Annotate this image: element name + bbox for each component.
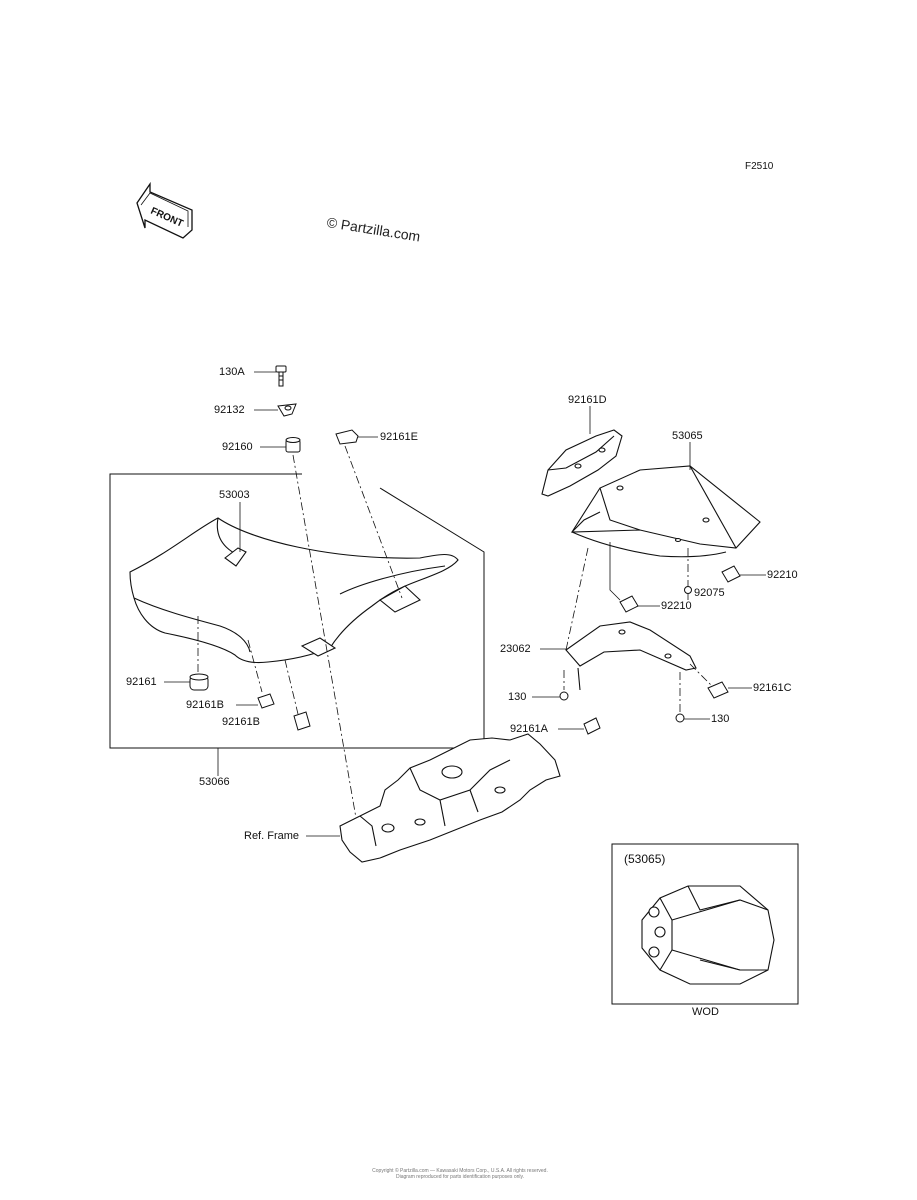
damper-92161b-second-icon: [293, 711, 311, 731]
seat-cover-pad-shape: [541, 429, 623, 497]
damper-92161-icon: [189, 673, 209, 691]
part-label-92210-left: 92210: [661, 600, 692, 612]
bracket-23062-shape: [565, 621, 697, 691]
leader-lines-right: [532, 406, 766, 730]
damper-92161b-icon: [257, 693, 275, 709]
part-label-92160: 92160: [222, 441, 253, 453]
part-label-92161c: 92161C: [753, 682, 792, 694]
part-label-ref-frame: Ref. Frame: [244, 830, 300, 842]
part-label-92161e: 92161E: [380, 431, 418, 443]
part-label-92161: 92161: [126, 676, 157, 688]
inset-caption: WOD: [692, 1006, 719, 1018]
inset-seat-cover-shape: [641, 885, 775, 985]
rear-seat-cover-shape: [570, 465, 761, 558]
seat-group-frame: [109, 473, 485, 749]
inset-box: [611, 843, 799, 1005]
part-label-92132: 92132: [214, 404, 245, 416]
part-label-92161a: 92161A: [510, 723, 548, 735]
part-label-92161d: 92161D: [568, 394, 607, 406]
damper-92161e-icon: [335, 429, 359, 445]
frame-reference-shape: [339, 733, 561, 863]
part-label-92075: 92075: [694, 587, 725, 599]
collar-92132-icon: [277, 403, 297, 417]
copyright-footer: Copyright © Partzilla.com — Kawasaki Mot…: [300, 1168, 620, 1180]
damper-92210-right-icon: [721, 565, 741, 583]
figure-code: F2510: [745, 161, 774, 172]
part-label-130-left: 130: [508, 691, 527, 703]
part-label-53065: 53065: [672, 430, 703, 442]
front-arrow-icon: FRONT: [136, 181, 193, 239]
part-label-130a: 130A: [219, 366, 245, 378]
damper-92210-left-icon: [619, 595, 639, 613]
part-label-130-right: 130: [711, 713, 730, 725]
damper-92161c-icon: [707, 681, 729, 699]
bolt-92075-icon: [684, 586, 692, 594]
part-label-23062: 23062: [500, 643, 531, 655]
inset-part-label: (53065): [624, 852, 666, 866]
part-label-92161b: 92161B: [186, 699, 224, 711]
alignment-lines-left: [197, 445, 403, 819]
bolt-130a-icon: [275, 365, 287, 387]
alignment-lines-right: [563, 547, 713, 712]
leader-lines-left: [164, 371, 378, 837]
bolt-130-right-icon: [675, 713, 685, 723]
part-label-92210-right: 92210: [767, 569, 798, 581]
footer-line-1: Copyright © Partzilla.com — Kawasaki Mot…: [372, 1168, 548, 1174]
grommet-92160-icon: [285, 437, 301, 453]
part-label-92161b-second: 92161B: [222, 716, 260, 728]
footer-line-2: Diagram reproduced for parts identificat…: [395, 1174, 525, 1180]
part-label-53003: 53003: [219, 489, 250, 501]
damper-92161a-icon: [583, 717, 601, 735]
bolt-130-left-icon: [559, 691, 569, 701]
front-seat-shape: [129, 517, 459, 664]
part-label-53066: 53066: [199, 776, 230, 788]
